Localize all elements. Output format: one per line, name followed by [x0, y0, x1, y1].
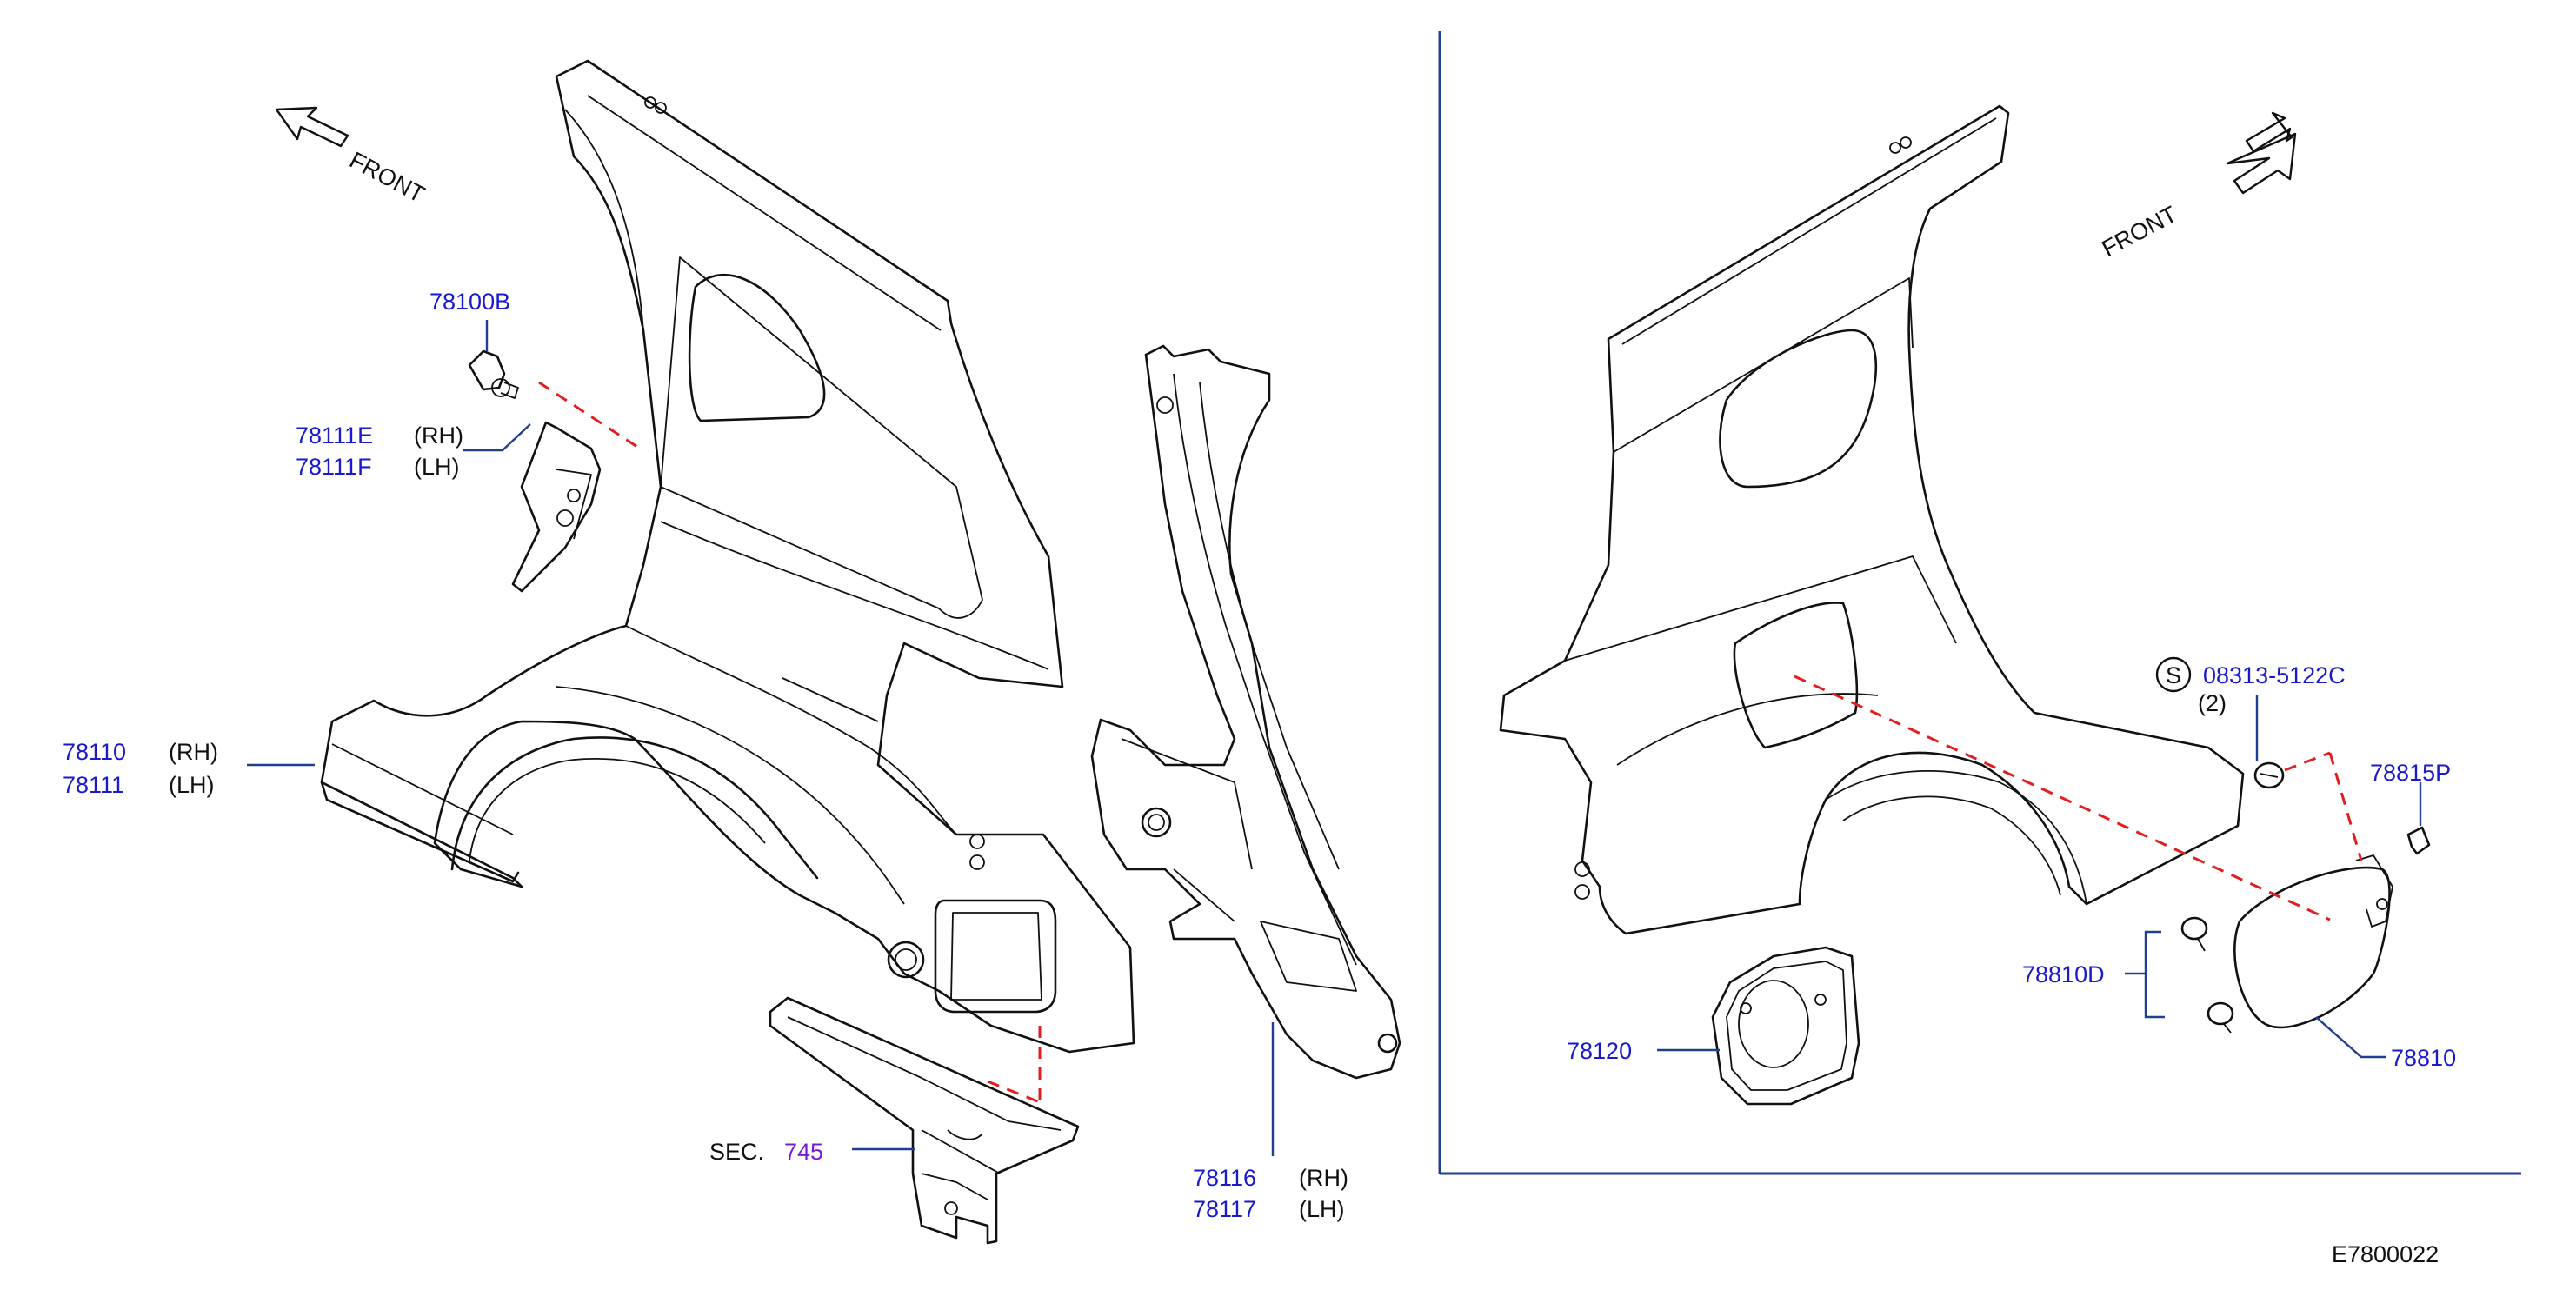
screw-08313-part — [2253, 761, 2285, 789]
bolt-78810D-lower-part — [2207, 1001, 2234, 1034]
floor-member-sec745-part — [769, 996, 1080, 1245]
label-78810: 78810 — [2391, 1045, 2456, 1071]
label-78111F: 78111F — [296, 454, 372, 480]
leader-lines — [247, 320, 2422, 1156]
clip-78815P-part — [2406, 826, 2431, 855]
label-08313-qty: (2) — [2198, 690, 2227, 716]
label-78111-side: (LH) — [169, 772, 215, 798]
fuel-filler-base-78120-part — [1711, 946, 1860, 1106]
front-arrow-right-icon — [2226, 111, 2297, 195]
label-78116: 78116 — [1193, 1165, 1256, 1191]
rear-quarter-panel-right — [1499, 104, 2245, 935]
label-sec-number: 745 — [784, 1139, 823, 1165]
label-08313-5122C: 08313-5122C — [2203, 662, 2346, 688]
label-78117-side: (LH) — [1299, 1196, 1345, 1222]
front-arrow-left-icon — [275, 106, 349, 148]
front-label-right: FRONT — [2098, 201, 2181, 262]
label-78120: 78120 — [1567, 1038, 1632, 1064]
bolt-78810D-upper-part — [2180, 916, 2208, 952]
inner-pillar-78116-part — [1090, 344, 1401, 1080]
label-78810D: 78810D — [2022, 961, 2105, 987]
label-78111F-side: (LH) — [414, 454, 460, 480]
label-78110: 78110 — [63, 739, 126, 765]
label-78116-side: (RH) — [1299, 1165, 1348, 1191]
fuel-lid-78810-part — [2233, 854, 2393, 1029]
bracket-78111E-part — [511, 421, 602, 593]
label-78110-side: (RH) — [169, 739, 218, 765]
label-screw-symbol: S — [2166, 662, 2181, 688]
label-78117: 78117 — [1193, 1196, 1256, 1222]
label-78100B: 78100B — [429, 289, 510, 315]
screw-symbol-icon — [2155, 656, 2192, 693]
diagram-code: E7800022 — [2332, 1241, 2439, 1267]
front-label-left: FRONT — [345, 147, 429, 208]
label-78815P: 78815P — [2370, 760, 2451, 786]
label-78111E-side: (RH) — [414, 422, 463, 449]
label-sec-prefix: SEC. — [709, 1139, 764, 1165]
panel-frame — [1438, 31, 2521, 1175]
hidden-lines — [538, 381, 2363, 1104]
label-78111: 78111 — [63, 772, 124, 798]
clip-78100B-part — [468, 349, 519, 399]
rear-quarter-panel-left — [320, 59, 1135, 1054]
label-78111E: 78111E — [296, 422, 373, 449]
